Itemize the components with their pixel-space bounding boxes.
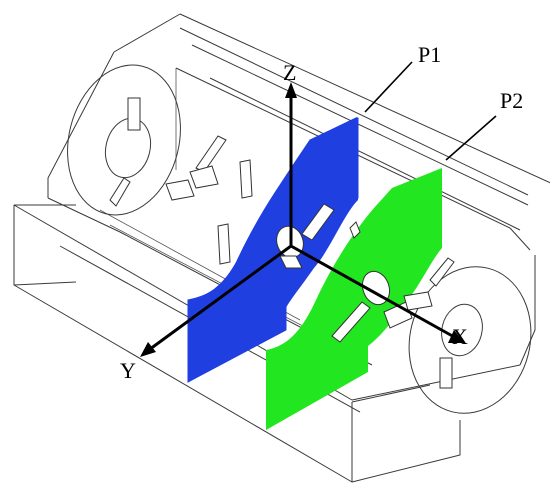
axis-x-line: [290, 244, 457, 340]
label-axis-y: Y: [120, 358, 136, 383]
label-p2: P2: [500, 88, 523, 113]
axis-y-arrowhead: [140, 342, 156, 357]
label-axis-z: Z: [283, 60, 296, 85]
p2-leader-line: [445, 115, 497, 161]
plane-p1-body: [188, 118, 358, 382]
left-end-disc: [67, 64, 181, 216]
right-end-disc: [408, 257, 532, 414]
axis-x-arrowhead: [448, 330, 464, 343]
coordinate-axes: [140, 82, 464, 357]
axis-y-line: [145, 244, 292, 354]
label-axis-x: X: [452, 324, 468, 349]
plane-p2-body: [266, 168, 442, 430]
p1-leader-line: [364, 61, 413, 113]
label-p1: P1: [418, 42, 441, 67]
axis-z-arrowhead: [285, 82, 297, 98]
interior-paddles: [165, 135, 253, 265]
